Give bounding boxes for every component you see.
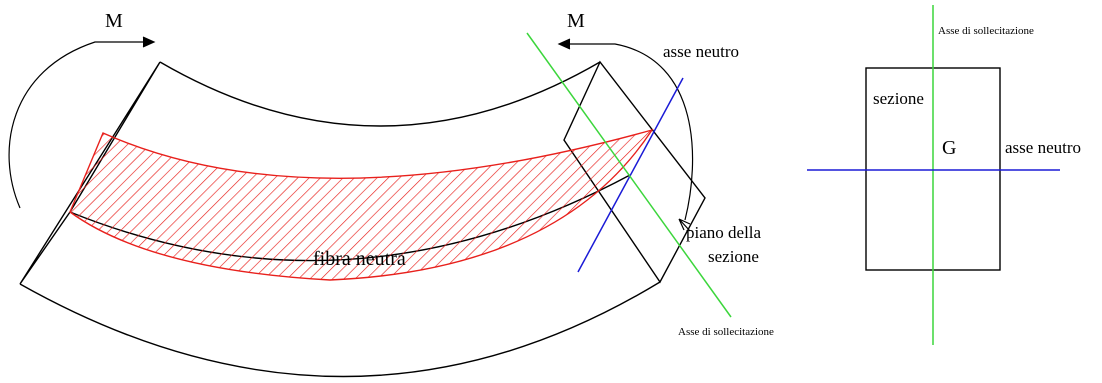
beam-bottom-edge (19, 281, 661, 378)
moment-right-arc (566, 43, 694, 221)
section-neutral-axis-label: asse neutro (1005, 138, 1081, 157)
beam-neutral-axis-label: asse neutro (663, 42, 739, 61)
neutral-fiber-label: fibra neutra (313, 248, 406, 270)
beam-top-edge (159, 61, 601, 127)
section-plane-label-line2: sezione (708, 247, 759, 266)
beam-stress-axis-label: Asse di sollecitazione (678, 326, 774, 338)
centroid-label: G (942, 137, 956, 159)
moment-left-label: M (105, 10, 123, 32)
moment-left-arrowhead (142, 36, 156, 48)
beam-right-face (563, 60, 706, 284)
beam-stress-axis-line (526, 32, 732, 318)
moment-right (557, 38, 694, 232)
moment-left (8, 36, 156, 209)
neutral-fiber-layer (69, 128, 654, 281)
beam-neutral-axis-line (577, 77, 684, 273)
section-label: sezione (873, 89, 924, 108)
moment-right-label: M (567, 10, 585, 32)
section-stress-axis-label: Asse di sollecitazione (938, 25, 1034, 37)
section-plane-arrow (678, 218, 691, 232)
section-plane-label-line1: piano della (686, 223, 762, 242)
moment-right-arrowhead (557, 38, 571, 50)
moment-left-arc (8, 41, 148, 209)
